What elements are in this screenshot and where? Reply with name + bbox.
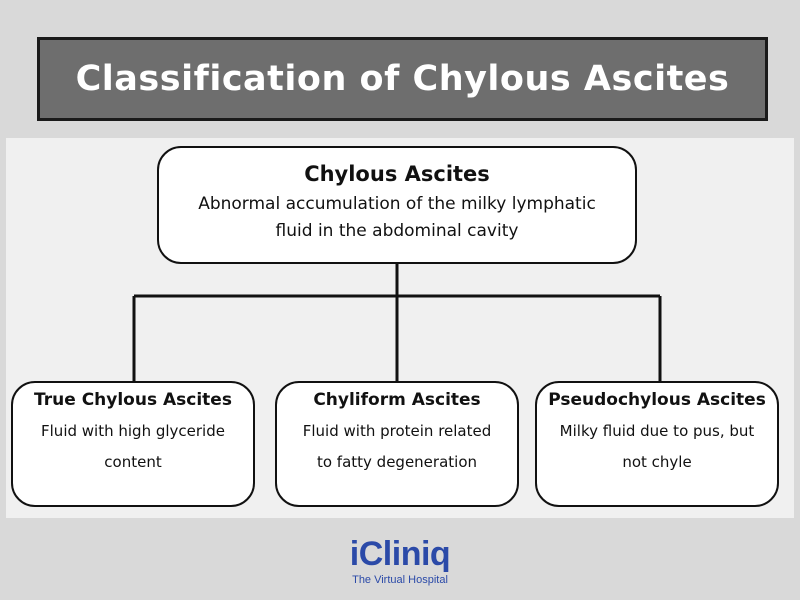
child-node-chyliform: Chyliform Ascites Fluid with protein rel… [275,381,519,507]
child-node-description: Fluid with protein related to fatty dege… [277,416,517,478]
child-node-description-line: Fluid with high glyceride [41,422,225,440]
child-node-description-line: to fatty degeneration [316,453,478,471]
root-node: Chylous Ascites Abnormal accumulation of… [157,146,637,264]
root-node-description: Abnormal accumulation of the milky lymph… [159,191,635,245]
child-node-description-line: content [104,453,162,471]
child-node-description-line: not chyle [622,453,692,471]
root-node-title: Chylous Ascites [304,162,490,186]
child-node-description: Fluid with high glyceride content [13,416,253,478]
logo-wordmark: iCliniq [349,535,451,573]
child-node-description: Milky fluid due to pus, but not chyle [537,416,777,478]
child-node-true-chylous: True Chylous Ascites Fluid with high gly… [11,381,255,507]
root-node-description-line: fluid in the abdominal cavity [275,221,519,241]
child-node-description-line: Milky fluid due to pus, but [559,422,755,440]
child-node-title: Chyliform Ascites [313,390,481,410]
child-node-description-line: Fluid with protein related [302,422,492,440]
child-node-title: True Chylous Ascites [34,390,232,410]
title-banner: Classification of Chylous Ascites [37,37,768,121]
child-node-pseudochylous: Pseudochylous Ascites Milky fluid due to… [535,381,779,507]
child-node-title: Pseudochylous Ascites [548,390,766,410]
page-title: Classification of Chylous Ascites [75,59,730,99]
logo-tagline: The Virtual Hospital [352,574,448,586]
root-node-description-line: Abnormal accumulation of the milky lymph… [198,194,596,214]
brand-logo: iCliniq The Virtual Hospital [0,535,800,586]
